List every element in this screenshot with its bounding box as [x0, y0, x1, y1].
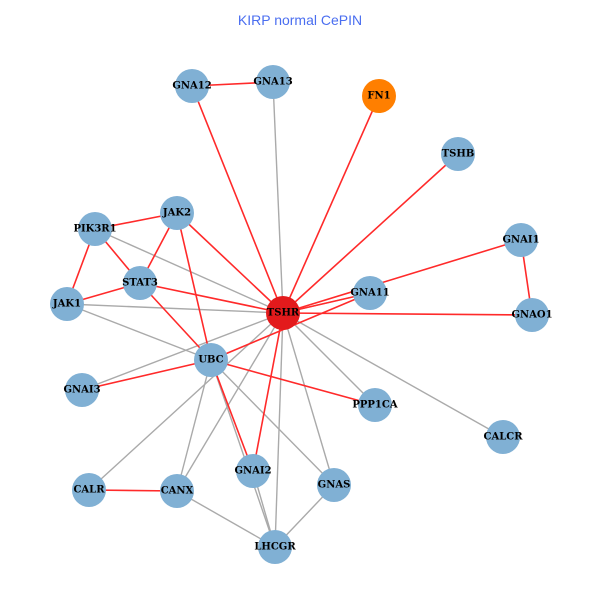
node-label: JAK1 — [52, 299, 81, 310]
node-gnas[interactable]: GNAS — [317, 468, 351, 502]
edge-stat3-tshr — [139, 282, 284, 314]
node-gna12[interactable]: GNA12 — [172, 69, 212, 103]
node-circle — [175, 69, 209, 103]
node-label: PIK3R1 — [73, 224, 116, 235]
node-circle — [266, 296, 300, 330]
node-circle — [160, 196, 194, 230]
node-label: TSHR — [267, 308, 300, 319]
node-lhcgr[interactable]: LHCGR — [254, 530, 296, 564]
edge-gnai3-tshr — [81, 312, 284, 391]
node-circle — [441, 137, 475, 171]
edge-ubc-lhcgr — [210, 359, 276, 548]
node-label: CALCR — [483, 432, 523, 443]
node-circle — [160, 474, 194, 508]
node-gnai1[interactable]: GNAI1 — [502, 223, 540, 257]
node-circle — [358, 388, 392, 422]
node-jak1[interactable]: JAK1 — [50, 287, 84, 321]
edge-jak1-ubc — [66, 303, 212, 361]
node-calr[interactable]: CALR — [72, 473, 106, 507]
edge-gna12-tshr — [191, 85, 284, 314]
node-jak2[interactable]: JAK2 — [160, 196, 194, 230]
node-circle — [362, 79, 396, 113]
node-circle — [256, 65, 290, 99]
node-gna13[interactable]: GNA13 — [253, 65, 293, 99]
edge-ubc-gnai3 — [81, 359, 212, 391]
node-gnao1[interactable]: GNAO1 — [511, 298, 553, 332]
node-circle — [236, 454, 270, 488]
edge-jak2-ubc — [176, 212, 212, 361]
edge-fn1-tshr — [282, 95, 380, 314]
node-circle — [486, 420, 520, 454]
node-label: GNAI2 — [234, 466, 271, 477]
node-label: LHCGR — [254, 542, 296, 553]
node-label: GNA11 — [350, 288, 389, 299]
node-gnai2[interactable]: GNAI2 — [234, 454, 272, 488]
node-calcr[interactable]: CALCR — [483, 420, 523, 454]
node-tshr[interactable]: TSHR — [266, 296, 300, 330]
edge-gnao1-tshr — [282, 312, 533, 316]
edge-tshr-calcr — [282, 312, 504, 438]
node-label: GNA12 — [172, 81, 211, 92]
node-ubc[interactable]: UBC — [194, 343, 228, 377]
edge-ubc-ppp1ca — [210, 359, 376, 406]
node-fn1[interactable]: FN1 — [362, 79, 396, 113]
edge-canx-lhcgr — [176, 490, 276, 548]
edge-gnai1-tshr — [282, 239, 522, 314]
edge-tshr-gnas — [282, 312, 335, 486]
node-circle — [504, 223, 538, 257]
edge-pik3r1-tshr — [94, 228, 284, 314]
edge-jak2-tshr — [176, 212, 284, 314]
edge-tshb-tshr — [282, 153, 459, 314]
node-circle — [258, 530, 292, 564]
node-circle — [78, 212, 112, 246]
edge-ubc-canx — [176, 359, 212, 492]
edge-jak1-tshr — [66, 303, 284, 314]
node-circle — [50, 287, 84, 321]
node-label: GNAI3 — [63, 385, 100, 396]
node-label: GNAI1 — [502, 235, 539, 246]
node-label: UBC — [198, 355, 223, 366]
node-label: GNAS — [318, 480, 351, 491]
node-gna11[interactable]: GNA11 — [350, 276, 390, 310]
node-label: GNA13 — [253, 77, 292, 88]
edge-tshr-canx — [176, 312, 284, 492]
node-stat3[interactable]: STAT3 — [122, 266, 158, 300]
edge-ubc-gnai2 — [210, 359, 254, 472]
node-circle — [353, 276, 387, 310]
node-ppp1ca[interactable]: PPP1CA — [352, 388, 398, 422]
node-label: TSHB — [442, 149, 475, 160]
node-label: GNAO1 — [511, 310, 552, 321]
node-tshb[interactable]: TSHB — [441, 137, 475, 171]
node-pik3r1[interactable]: PIK3R1 — [73, 212, 117, 246]
node-circle — [194, 343, 228, 377]
node-circle — [72, 473, 106, 507]
node-label: PPP1CA — [352, 400, 397, 411]
node-circle — [515, 298, 549, 332]
edge-ubc-gnas — [210, 359, 335, 486]
node-label: JAK2 — [162, 208, 191, 219]
edge-gnai2-tshr — [252, 312, 284, 472]
node-circle — [123, 266, 157, 300]
edge-stat3-ubc — [139, 282, 212, 361]
edge-tshr-ppp1ca — [282, 312, 376, 406]
node-circle — [65, 373, 99, 407]
figure-title: KIRP normal CePIN — [237, 12, 363, 28]
node-label: STAT3 — [122, 278, 158, 289]
node-label: FN1 — [367, 91, 390, 102]
node-label: CALR — [73, 485, 105, 496]
node-label: CANX — [161, 486, 194, 497]
node-canx[interactable]: CANX — [160, 474, 194, 508]
edge-gna13-tshr — [272, 81, 284, 314]
node-circle — [317, 468, 351, 502]
node-gnai3[interactable]: GNAI3 — [63, 373, 101, 407]
